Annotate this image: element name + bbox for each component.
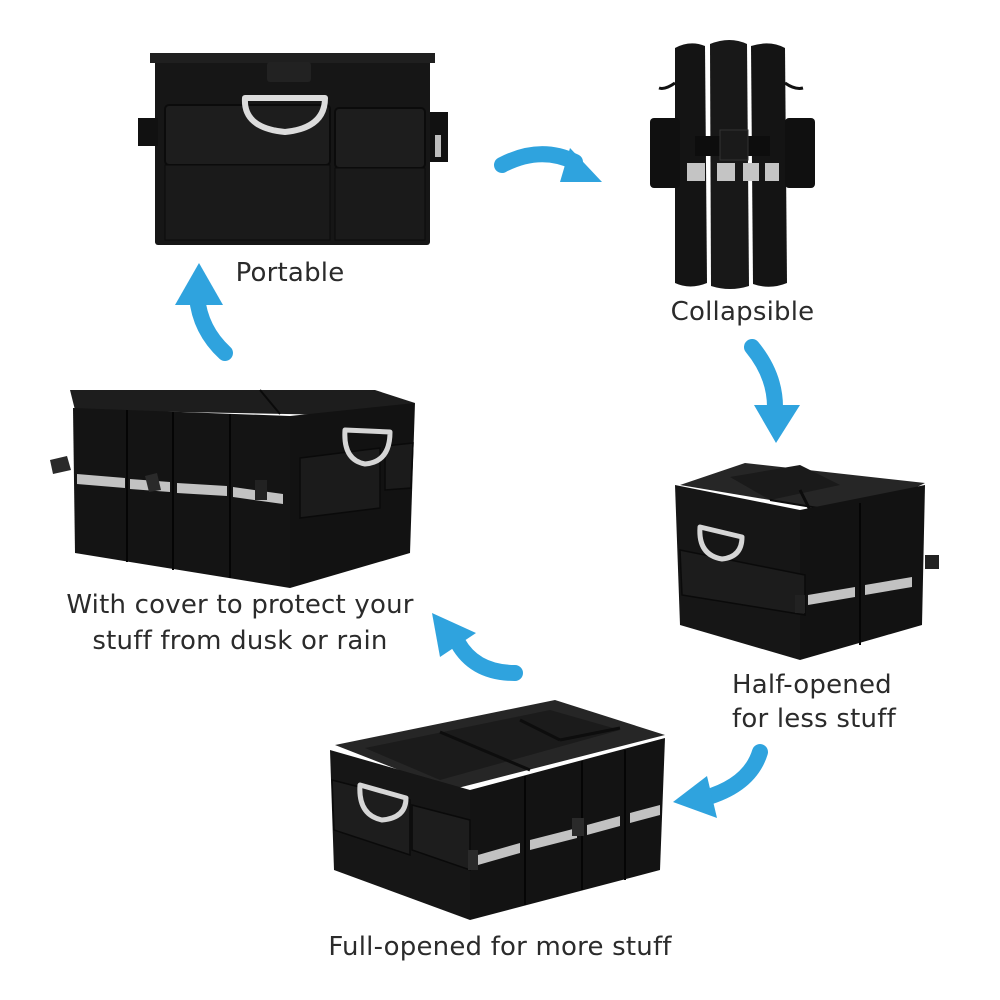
step-label-with-cover-line2: stuff from dusk or rain [92, 626, 388, 656]
product-image-half-opened [660, 455, 945, 665]
arrow-right-icon [490, 140, 610, 200]
step-label-half-opened-line2: for less stuff [732, 704, 896, 734]
step-label-collapsible: Collapsible [670, 297, 815, 327]
step-label-full-opened: Full-opened for more stuff [328, 932, 672, 962]
arrow-up-icon [165, 255, 245, 365]
product-image-collapsible [645, 38, 820, 293]
step-label-half-opened-line1: Half-opened [732, 670, 892, 700]
step-label-portable: Portable [235, 258, 345, 288]
arrow-down-left-icon [665, 740, 775, 820]
step-label-with-cover-line1: With cover to protect your [66, 590, 414, 620]
product-image-portable [135, 50, 455, 250]
product-image-full-opened [320, 690, 670, 920]
product-image-with-cover [45, 378, 425, 588]
arrow-down-icon [740, 335, 810, 450]
arrow-up-left-icon [420, 605, 530, 685]
